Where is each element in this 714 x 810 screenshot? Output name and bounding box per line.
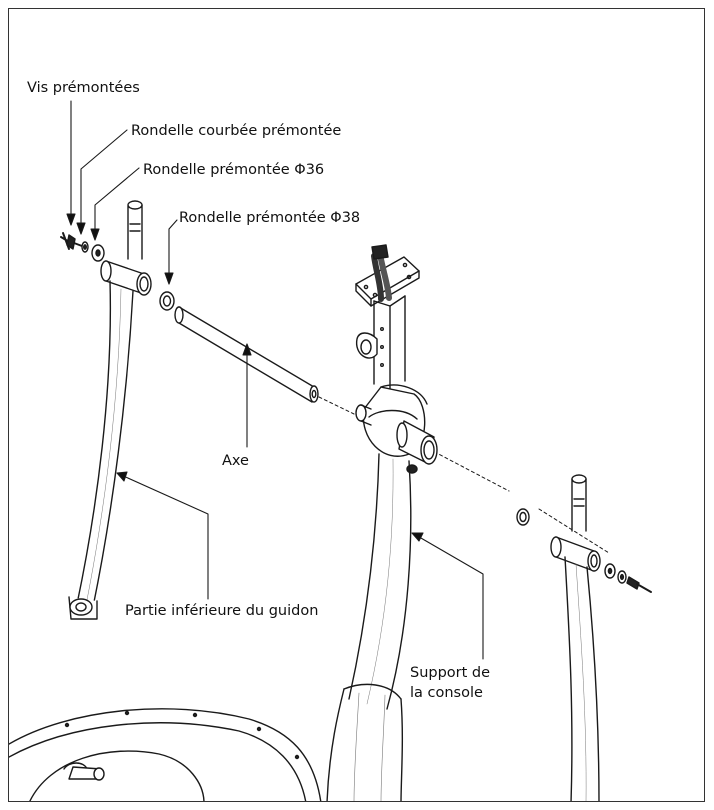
label-rondelle-38: Rondelle prémontée Φ38	[179, 210, 360, 226]
label-partie-inferieure: Partie inférieure du guidon	[125, 603, 318, 619]
left-handlebar-lower	[68, 200, 152, 620]
label-support-line2: la console	[410, 685, 483, 701]
assembly-center-line	[318, 396, 610, 554]
flywheel-cover	[9, 708, 322, 801]
right-handlebar-lower	[516, 474, 652, 801]
left-hardware	[60, 232, 175, 311]
label-rondelle-courbee: Rondelle courbée prémontée	[131, 123, 341, 139]
label-rondelle-36: Rondelle prémontée Φ36	[143, 162, 324, 178]
console-support	[326, 244, 438, 801]
assembly-diagram: Vis prémontées Rondelle courbée prémonté…	[9, 80, 652, 801]
diagram-frame: Vis prémontées Rondelle courbée prémonté…	[8, 8, 705, 802]
label-vis: Vis prémontées	[27, 80, 140, 96]
label-axe: Axe	[222, 453, 249, 469]
label-support-line1: Support de	[410, 665, 490, 681]
leader-lines	[66, 100, 484, 660]
